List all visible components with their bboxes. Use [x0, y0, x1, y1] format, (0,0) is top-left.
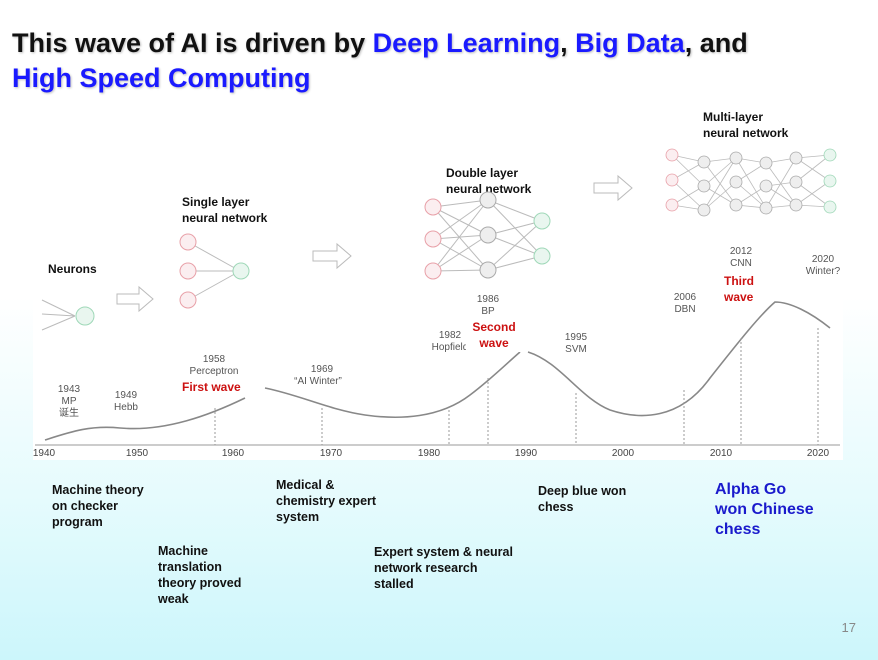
title-highlight-deep-learning: Deep Learning — [372, 28, 561, 58]
event-line: weak — [158, 592, 189, 606]
axis-tick-1940: 1940 — [33, 448, 56, 459]
milestone-1943-sub: 诞生 — [59, 406, 79, 419]
event-line: theory proved — [158, 576, 242, 590]
milestone-1982-year: 1982 — [439, 330, 462, 341]
milestone-1949-label: Hebb — [114, 402, 138, 413]
axis-tick-1950: 1950 — [126, 448, 149, 459]
axis-tick-1980: 1980 — [418, 448, 441, 459]
event-line: system — [276, 510, 320, 524]
title-part-1: This wave of AI is driven by — [12, 28, 373, 58]
second-wave-label-2: wave — [478, 336, 509, 350]
event-expert-system: Medical & chemistry expert system — [276, 477, 376, 525]
axis-tick-1990: 1990 — [515, 448, 538, 459]
axis-ticks: 1940 1950 1960 1970 1980 1990 2000 2010 … — [33, 448, 830, 459]
stage-multi-label-2: neural network — [703, 126, 789, 140]
stage-arrow-1 — [116, 285, 154, 313]
axis-tick-2020: 2020 — [807, 448, 830, 459]
milestone-1969-year: 1969 — [311, 364, 334, 375]
stage-neurons-label: Neurons — [48, 262, 97, 276]
event-line: chemistry expert — [276, 494, 377, 508]
event-line: chess — [715, 521, 761, 538]
event-line: won Chinese — [715, 501, 814, 518]
stage-double-label-1: Double layer — [446, 166, 518, 180]
event-research-stalled: Expert system & neural network research … — [374, 544, 513, 592]
event-line: Deep blue won — [538, 484, 627, 498]
milestone-labels: 1943 MP 诞生 1949 Hebb 1958 Perceptron 196… — [58, 246, 841, 419]
milestone-dashes — [214, 328, 819, 445]
ai-wave-curve — [44, 301, 831, 441]
axis-tick-1970: 1970 — [320, 448, 343, 459]
milestone-1982-label: Hopfield — [432, 342, 469, 353]
event-deep-blue: Deep blue won chess — [538, 483, 626, 515]
milestone-1949-year: 1949 — [115, 390, 138, 401]
stage-single-label-1: Single layer — [182, 195, 250, 209]
event-line: Alpha Go — [715, 481, 787, 498]
milestone-1958-label: Perceptron — [190, 366, 239, 377]
milestone-2012-year: 2012 — [730, 246, 753, 257]
title-highlight-big-data: Big Data — [575, 28, 685, 58]
event-machine-translation: Machine translation theory proved weak — [158, 543, 241, 607]
milestone-1995-year: 1995 — [565, 332, 588, 343]
event-checker-program: Machine theory on checker program — [52, 482, 144, 530]
double-layer-network — [424, 191, 551, 280]
page-number: 17 — [841, 620, 856, 635]
multi-layer-network — [665, 148, 837, 217]
single-layer-network — [179, 233, 250, 309]
multi-label-box — [697, 104, 821, 146]
stage-single-label-2: neural network — [182, 211, 268, 225]
event-line: program — [52, 515, 103, 529]
milestone-1943-label: MP — [62, 396, 77, 407]
stage-arrow-3 — [593, 174, 633, 202]
milestone-2012-label: CNN — [730, 258, 752, 269]
title-highlight-high-speed-computing: High Speed Computing — [12, 63, 311, 93]
axis-tick-2010: 2010 — [710, 448, 733, 459]
milestone-2006-label: DBN — [674, 304, 695, 315]
event-line: Medical & — [276, 478, 335, 492]
milestone-1995-label: SVM — [565, 344, 587, 355]
milestone-2020-label: Winter? — [806, 266, 841, 277]
stage-arrow-2 — [312, 242, 352, 270]
event-line: Expert system & neural — [374, 545, 513, 559]
milestone-1958-year: 1958 — [203, 354, 226, 365]
milestone-2006-year: 2006 — [674, 292, 697, 303]
stage-double-label-2: neural network — [446, 182, 532, 196]
milestone-1969-label: “AI Winter” — [294, 376, 342, 387]
stage-multi-label-1: Multi-layer — [703, 110, 763, 124]
neuron-illustration — [41, 299, 95, 331]
event-line: Machine theory — [52, 483, 144, 497]
third-wave-label-1: Third — [724, 274, 754, 288]
third-wave-label-2: wave — [723, 290, 754, 304]
milestone-1943-year: 1943 — [58, 384, 81, 395]
event-line: on checker — [52, 499, 119, 513]
diagram-panel — [33, 120, 843, 460]
title-separator: , — [560, 28, 576, 58]
milestone-2020-year: 2020 — [812, 254, 835, 265]
second-wave-label-1: Second — [472, 320, 515, 334]
milestone-1986-year: 1986 — [477, 294, 500, 305]
slide-title: This wave of AI is driven by Deep Learni… — [12, 26, 872, 96]
axis-tick-2000: 2000 — [612, 448, 635, 459]
first-wave-label: First wave — [182, 380, 241, 394]
axis-tick-1960: 1960 — [222, 448, 245, 459]
event-line: Machine — [158, 544, 209, 558]
event-line: stalled — [374, 577, 414, 591]
milestone-1986-label: BP — [481, 306, 495, 317]
event-line: chess — [538, 500, 574, 514]
title-part-2: , and — [684, 28, 748, 58]
event-line: network research — [374, 561, 478, 575]
second-wave-bg — [466, 318, 522, 352]
event-line: translation — [158, 560, 222, 574]
event-alpha-go: Alpha Go won Chinese chess — [715, 480, 814, 540]
